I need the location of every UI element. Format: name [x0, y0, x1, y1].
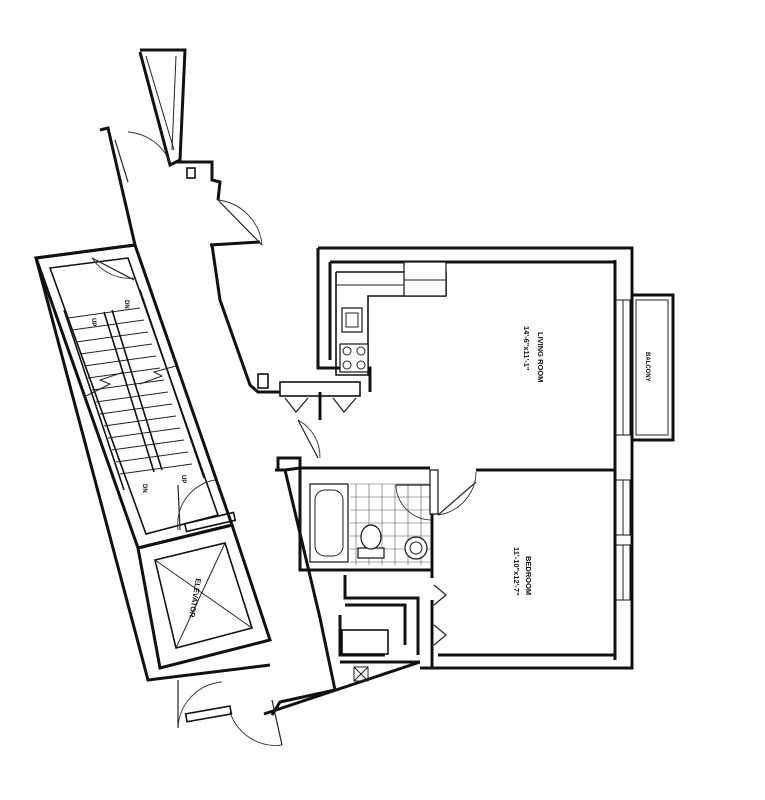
kitchen [335, 261, 447, 376]
refrigerator [403, 261, 447, 297]
stairwell [33, 243, 234, 550]
living-room-dims: 14'-6"x11'-1" [522, 326, 531, 371]
bedroom-label: BEDROOM [524, 556, 533, 595]
living-room-label: LIVING ROOM [536, 332, 545, 382]
bedroom-dims: 11'-10"x12'-7" [512, 547, 521, 596]
stove [339, 343, 369, 373]
corridor-doors [91, 131, 283, 746]
stair-label-up-bottom: UP [180, 475, 186, 483]
stair-label-dn-bottom: DN [141, 484, 147, 493]
apartment-walls [276, 246, 634, 670]
bathtub [309, 483, 349, 563]
bathroom-sink-inner [409, 541, 423, 555]
bathroom [298, 468, 477, 572]
elevator-shaft: ELEVATOR [136, 511, 272, 670]
stair-treads-upper [67, 307, 193, 475]
balcony: BALCONY [632, 293, 675, 442]
upper-projection [138, 48, 222, 201]
bathroom-sink-outer [404, 536, 428, 560]
room-labels: LIVING ROOM 14'-6"x11'-1" BEDROOM 11'-10… [512, 326, 545, 596]
bedroom-closet-doors [341, 584, 447, 682]
stair-labels: UP DN UP DN [90, 300, 186, 493]
stair-label-dn-top: DN [123, 300, 129, 309]
kitchen-sink [341, 307, 363, 333]
stair-label-up-top: UP [90, 318, 96, 326]
windows [615, 299, 631, 601]
balcony-label: BALCONY [644, 352, 650, 382]
toilet-bowl [360, 524, 382, 550]
entry-closet [279, 381, 361, 459]
